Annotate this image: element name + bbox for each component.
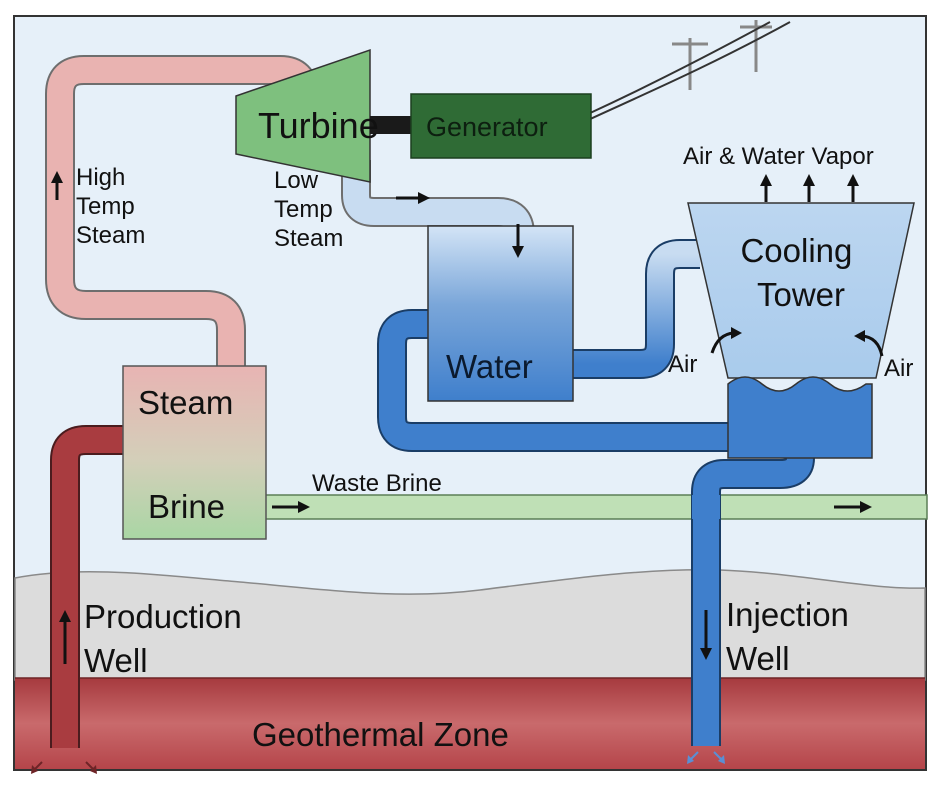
production-well-label: Production Well	[84, 598, 251, 679]
turbine	[235, 48, 371, 183]
turbine-shaft	[370, 116, 412, 134]
cooling-tower-label: Cooling Tower	[740, 232, 861, 313]
cooling-tower-basin	[727, 376, 873, 459]
geothermal-zone	[15, 678, 925, 769]
water-label: Water	[446, 348, 533, 385]
arrow-air-right	[854, 330, 884, 357]
arrow-into-water-tank	[512, 224, 524, 258]
air-right-label: Air	[884, 355, 913, 382]
arrow-production-well-up	[59, 610, 71, 664]
arrow-low-temp-steam-right	[396, 192, 430, 204]
arrow-injection-well-down	[700, 610, 712, 660]
ground-flow-arrows	[31, 751, 725, 774]
power-lines	[587, 20, 791, 121]
waste-brine-pipe	[264, 494, 928, 520]
arrow-brine-out	[272, 501, 310, 513]
air-left-label: Air	[668, 351, 697, 378]
generator-label: Generator	[426, 112, 548, 142]
water-tank	[427, 225, 574, 402]
arrow-vapor-2	[803, 174, 815, 202]
steam-brine-separator	[122, 365, 267, 540]
arrow-high-temp-steam-up	[51, 171, 63, 200]
air-water-vapor-label: Air & Water Vapor	[683, 143, 874, 170]
arrow-air-left	[710, 327, 742, 354]
brine-label: Brine	[148, 488, 225, 525]
arrow-vapor-3	[847, 174, 859, 202]
waste-brine-label: Waste Brine	[312, 470, 442, 497]
arrow-vapor-1	[760, 174, 772, 202]
turbine-label: Turbine	[258, 105, 379, 146]
high-temp-steam-label: High Temp Steam	[76, 164, 145, 249]
low-temp-steam-label: Low Temp Steam	[274, 167, 343, 252]
injection-well-label: Injection Well	[726, 596, 858, 677]
arrow-waste-brine-right	[834, 501, 872, 513]
generator	[410, 93, 592, 159]
steam-label: Steam	[138, 384, 233, 421]
geothermal-zone-label: Geothermal Zone	[252, 716, 509, 753]
flow-arrows	[51, 171, 884, 664]
